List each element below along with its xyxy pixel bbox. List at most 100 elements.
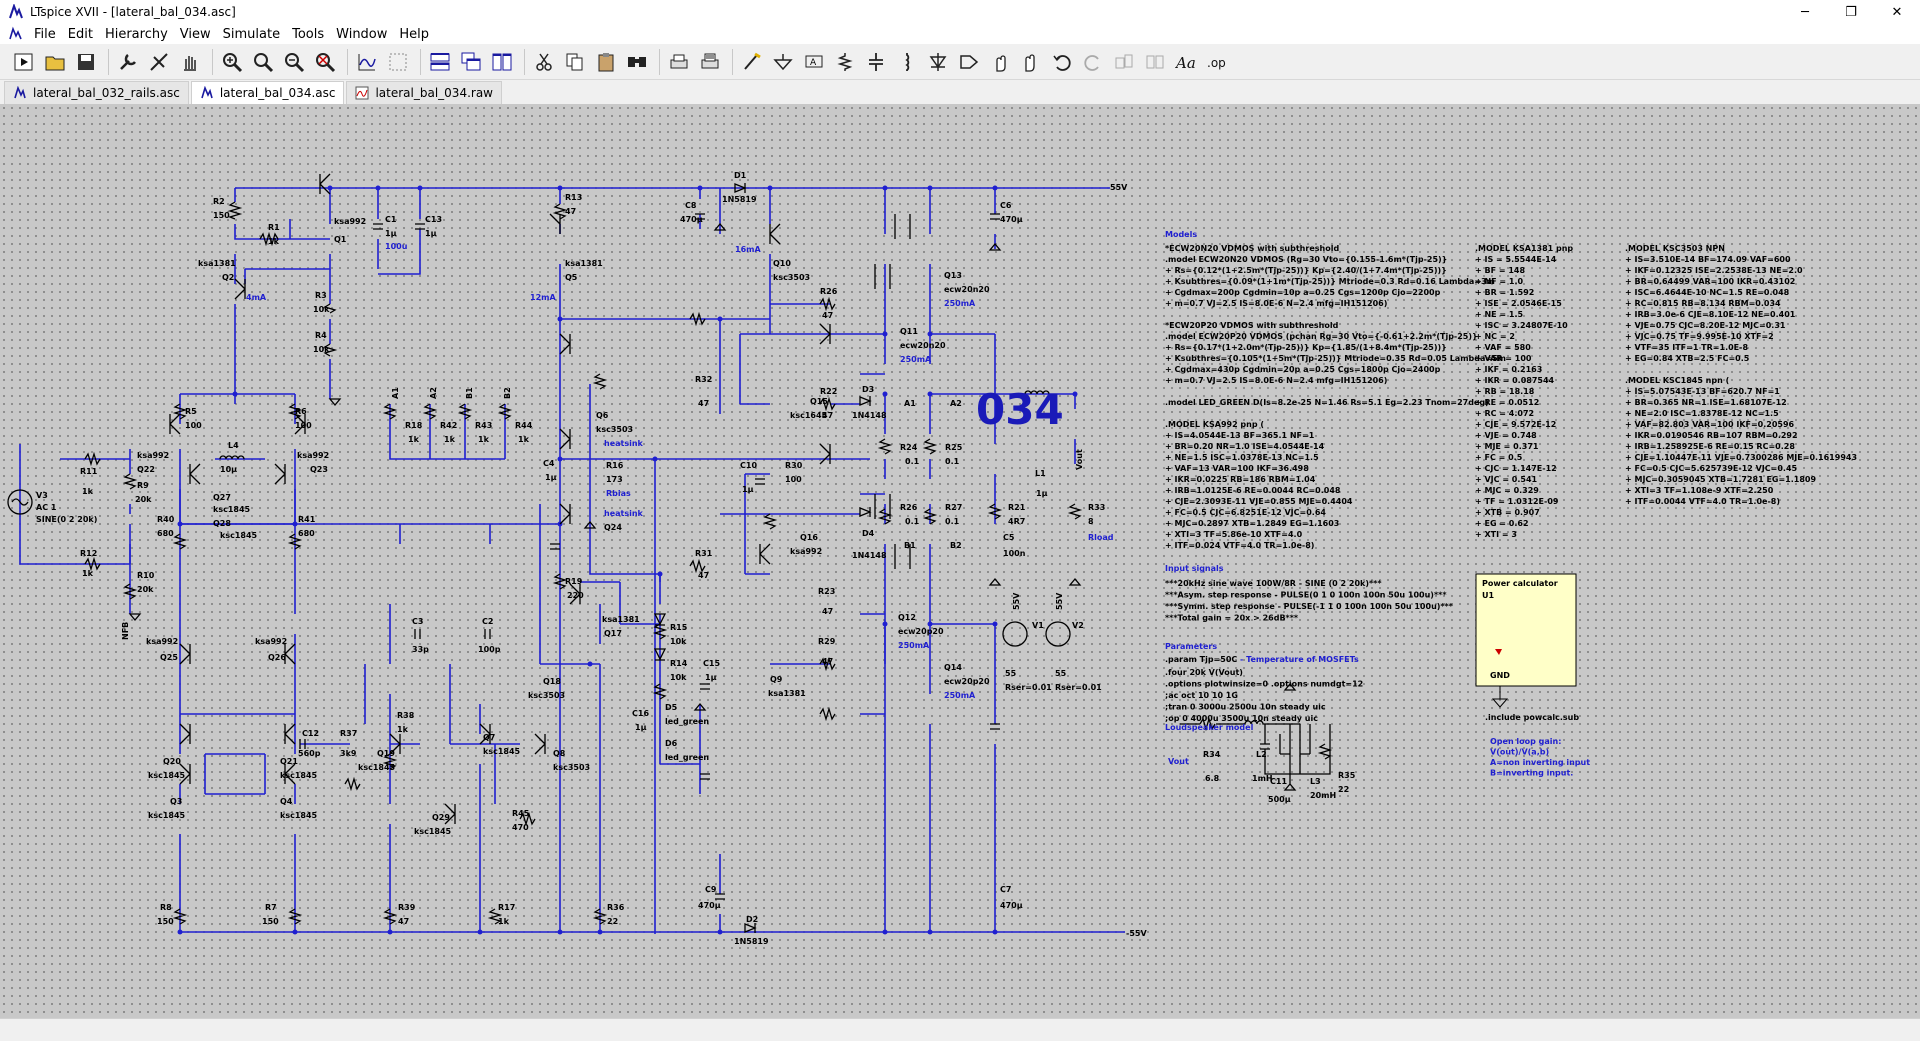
menu-help[interactable]: Help [399,26,430,42]
svg-text:R8: R8 [160,903,172,912]
svg-text:C11: C11 [1270,777,1287,786]
svg-text:R3: R3 [315,291,327,300]
minimize-button[interactable]: ─ [1801,4,1809,20]
menu-simulate[interactable]: Simulate [222,26,281,42]
input-signal-line: ***Symm. step response - PULSE(-1 1 0 10… [1165,602,1454,611]
run-icon[interactable] [10,48,38,76]
ground-icon[interactable] [769,48,797,76]
tile-horizontal-icon[interactable] [426,48,454,76]
svg-text:1k: 1k [498,917,510,926]
tab-lateral-bal-034[interactable]: lateral_bal_034.asc [190,81,345,104]
redo-icon[interactable] [1079,48,1107,76]
svg-text:4R7: 4R7 [1008,517,1025,526]
menu-tools[interactable]: Tools [292,26,325,42]
model-line: + ISE = 2.0546E-15 [1475,299,1562,308]
svg-text:100n: 100n [1003,549,1026,558]
svg-text:10k: 10k [313,305,330,314]
model-line: + RC=0.815 RB=8.134 RBM=0.034 [1625,299,1781,308]
zoom-cancel-icon[interactable] [311,48,339,76]
menu-view[interactable]: View [179,26,211,42]
svg-text:55V: 55V [1012,592,1021,610]
menu-edit[interactable]: Edit [67,26,93,42]
print-preview-icon[interactable] [696,48,724,76]
diode-icon[interactable] [924,48,952,76]
model-line: + MJC=0.3059045 XTB=1.7281 EG=1.1809 [1625,475,1816,484]
model-line: + VJE=0.75 CJC=8.20E-12 MJC=0.31 [1625,321,1786,330]
svg-text:0.1: 0.1 [945,517,960,526]
model-line: + Rs={0.17*(1+2.0m*(Tjp-25))} Kp={1.85/(… [1165,343,1447,352]
component-icon[interactable] [955,48,983,76]
model-line: + VJC = 0.541 [1475,475,1538,484]
schematic-icon [201,86,213,99]
tab-lateral-bal-034-raw[interactable]: lateral_bal_034.raw [346,81,502,104]
directive-line: ;op 0 4000u 3500u 10n steady uic [1165,714,1318,723]
paste-icon[interactable] [592,48,620,76]
svg-text:Q18: Q18 [543,677,561,686]
print-icon[interactable] [665,48,693,76]
svg-text:220: 220 [567,591,584,600]
pan-icon[interactable] [176,48,204,76]
zoom-area-icon[interactable] [249,48,277,76]
parameters-title: Parameters [1165,642,1217,651]
cascade-icon[interactable] [457,48,485,76]
svg-text:D5: D5 [665,703,678,712]
tile-vertical-icon[interactable] [488,48,516,76]
open-icon[interactable] [41,48,69,76]
svg-text:500µ: 500µ [1268,795,1291,804]
maximize-button[interactable]: ❐ [1845,4,1857,20]
drag-icon[interactable] [1017,48,1045,76]
close-button[interactable]: ✕ [1891,4,1903,20]
capacitor-icon[interactable] [862,48,890,76]
svg-text:ksc1845: ksc1845 [414,827,452,836]
model-line: + BR=0.64499 VAR=100 IKR=0.43102 [1625,277,1795,286]
cut-icon[interactable] [530,48,558,76]
svg-text:R26: R26 [900,503,918,512]
model-line: .MODEL KSC1845 npn ( [1625,376,1730,385]
zoom-back-icon[interactable] [384,48,412,76]
find-icon[interactable] [623,48,651,76]
tab-lateral-bal-032-rails[interactable]: lateral_bal_032_rails.asc [4,81,189,104]
zoom-in-icon[interactable] [218,48,246,76]
resistor-icon[interactable] [831,48,859,76]
zoom-out-icon[interactable] [280,48,308,76]
svg-text:1µ: 1µ [1036,489,1048,498]
rotate-icon[interactable] [1110,48,1138,76]
label-net-icon[interactable]: A [800,48,828,76]
menu-window[interactable]: Window [336,26,388,42]
text-icon[interactable]: Aa [1172,48,1200,76]
wire-icon[interactable] [738,48,766,76]
control-panel-icon[interactable] [114,48,142,76]
menu-file[interactable]: File [34,26,56,42]
inductor-icon[interactable] [893,48,921,76]
model-line: + IKF=0.12325 ISE=2.2538E-13 NE=2.0 [1625,266,1803,275]
menu-hierarchy[interactable]: Hierarchy [104,26,168,42]
spice-directive-icon[interactable]: .op [1203,48,1231,76]
model-line: .MODEL KSC3503 NPN [1625,244,1725,253]
svg-text:470µ: 470µ [698,901,721,910]
document-icon[interactable] [8,26,24,42]
mirror-icon[interactable] [1141,48,1169,76]
svg-text:C13: C13 [425,215,442,224]
svg-text:ecw20p20: ecw20p20 [944,677,990,686]
component-symbols [7,173,1333,933]
autorange-icon[interactable] [353,48,381,76]
copy-icon[interactable] [561,48,589,76]
schematic-big-label: 034 [976,385,1064,434]
svg-text:R29: R29 [818,637,836,646]
svg-text:C16: C16 [632,709,649,718]
undo-icon[interactable] [1048,48,1076,76]
svg-text:L2: L2 [1256,750,1267,759]
directive-line: .four 20k V(Vout) [1165,668,1243,677]
save-icon[interactable] [72,48,100,76]
svg-text:47: 47 [822,311,833,320]
svg-text:55: 55 [1005,669,1017,678]
model-line: .MODEL KSA1381 pnp [1475,244,1573,253]
svg-text:ksa992: ksa992 [790,547,822,556]
models-title: Models [1165,230,1197,239]
move-icon[interactable] [986,48,1014,76]
svg-text:ksc1845: ksc1845 [148,811,186,820]
power-calculator-box[interactable] [1475,573,1577,687]
svg-text:6.8: 6.8 [1205,774,1220,783]
halt-icon[interactable] [145,48,173,76]
